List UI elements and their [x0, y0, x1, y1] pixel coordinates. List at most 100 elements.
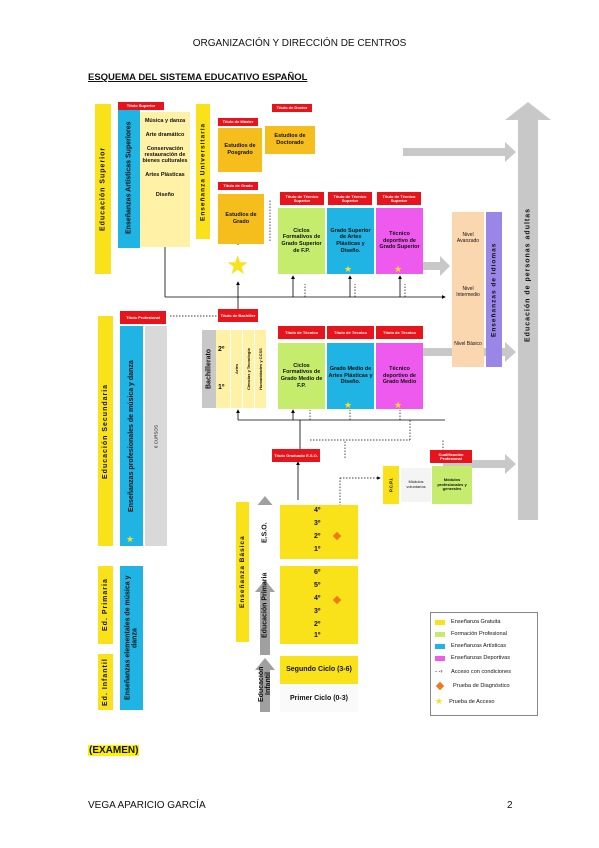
primer-ciclo: Primer Ciclo (0-3) [280, 686, 358, 712]
ed-superior-label: Educación Superior [95, 104, 111, 274]
legend-item: Enseñanzas Artísticas [435, 643, 506, 649]
titulo-profesional: Título Profesional [120, 311, 166, 324]
legend-item: Prueba de Diagnóstico [435, 681, 510, 691]
cualificacion-profesional: Cualificación Profesional [430, 450, 472, 463]
titulo-master: Título de Máster [218, 118, 258, 126]
tecnico-title: Título de Técnico [278, 326, 325, 339]
primaria-year: 1º [314, 632, 321, 639]
diagnostico-icon [332, 531, 342, 541]
star-icon: ★ [344, 400, 353, 410]
bach-humanidades: Humanidades y CCSS [255, 330, 266, 408]
ens-prof-musica: Enseñanzas profesionales de música y dan… [120, 326, 143, 546]
bach-year: 2º [218, 346, 225, 353]
star-icon: ★ [344, 264, 353, 274]
bachillerato-label: Bachillerato [202, 330, 216, 408]
primaria-year: 2º [314, 621, 321, 628]
examen-label: (EXAMEN) [88, 745, 140, 756]
titulo-grado: Título de Grado [218, 182, 258, 190]
legend: Enseñanza Gratuita Formación Profesional… [430, 612, 538, 716]
tec-deport-sup: Técnico deportivo de Grado Superior [376, 208, 423, 274]
primaria-years: 6º 5º 4º 3º 2º 1º [280, 566, 358, 644]
artes-sup-item: Arte dramático [145, 132, 185, 138]
ed-infantil-inner-label: Educación Infantil [258, 666, 272, 702]
ens-elem-musica: Enseñanzas elementales de música y danza [120, 566, 143, 710]
estudios-grado: Estudios de Grado [218, 194, 264, 244]
cf-medio: Ciclos Formativos de Grado Medio de F.P. [278, 343, 325, 409]
footer-author: VEGA APARICIO GARCÍA [88, 800, 206, 811]
star-icon: ★ [394, 400, 403, 410]
tec-sup-title: Título de Técnico Superior [328, 192, 372, 205]
seis-cursos: 6 CURSOS [145, 326, 167, 546]
legend-swatch [435, 631, 445, 637]
tec-deport-medio: Técnico deportivo de Grado Medio [376, 343, 423, 409]
tec-sup-title: Título de Técnico Superior [377, 192, 421, 205]
eso-years: 4º 3º 2º 1º [280, 505, 358, 559]
artes-sup-item: Diseño [155, 192, 175, 198]
dashed-arrow-icon: - -› [435, 669, 443, 675]
legend-item: Formación Profesional [435, 631, 507, 637]
legend-swatch [435, 643, 445, 649]
graduado-eso: Título Graduado E.S.O. [272, 449, 320, 462]
cf-superior: Ciclos Formativos de Grado Superior de F… [278, 208, 325, 274]
artes-sup-item: Artes Plásticas [145, 172, 185, 178]
eso-year: 1º [314, 546, 321, 553]
grado-sup-artes: Grado Superior de Artes Plásticas y Dise… [327, 208, 374, 274]
star-icon: ★ [435, 696, 444, 706]
adults-arrow [505, 102, 551, 520]
pcpi-label: P.C.P.I. [383, 466, 399, 504]
modulos-voluntarios: Módulos voluntarios [401, 468, 431, 502]
primaria-year: 4º [314, 595, 321, 602]
legend-item: - -›Acceso con condiciones [435, 669, 512, 675]
legend-swatch [435, 655, 445, 661]
legend-item: ★Prueba de Acceso [435, 696, 495, 706]
primaria-year: 5º [314, 582, 321, 589]
estudios-posgrado: Estudios de Posgrado [218, 128, 262, 172]
modulos-profesionales: Módulos profesionales y generales [432, 466, 472, 504]
artes-sup-item: Conservación restauración de bienes cult… [142, 146, 188, 164]
tecnico-title: Título de Técnico [327, 326, 374, 339]
artes-sup-item: Música y danza [144, 118, 186, 124]
ed-adultas-label: Educación de personas adultas [524, 207, 532, 343]
diamond-icon [435, 681, 445, 691]
titulo-superior: Título Superior [118, 102, 164, 110]
page-number: 2 [507, 800, 513, 811]
artes-sup-list: Música y danza Arte dramático Conservaci… [140, 112, 190, 247]
page-title: ESQUEMA DEL SISTEMA EDUCATIVO ESPAÑOL [88, 72, 308, 83]
diagnostico-icon [332, 595, 342, 605]
estudios-doctorado: Estudios de Doctorado [265, 126, 315, 154]
ed-primaria-inner-label: Educación Primaria [261, 572, 269, 638]
bach-artes: Artes [231, 330, 242, 408]
page-header: ORGANIZACIÓN Y DIRECCIÓN DE CENTROS [192, 38, 407, 49]
eso-label: E.S.O. [252, 505, 278, 560]
idiomas-block [452, 212, 484, 367]
star-icon: ★ [394, 264, 403, 274]
grado-medio-artes: Grado Medio de Artes Plásticas y Diseño. [327, 343, 374, 409]
ed-secundaria-label: Educación Secundaria [98, 316, 113, 546]
ens-basica-label: Enseñanza Básica [236, 502, 249, 642]
tecnico-title: Título de Técnico [376, 326, 423, 339]
artes-sup-label: Enseñanzas Artísticas Superiores [118, 108, 140, 248]
ens-universitaria-label: Enseñanza Universitaria [196, 104, 210, 239]
prueba-acceso-star: ★ [226, 250, 250, 280]
primaria-year: 3º [314, 608, 321, 615]
star-icon: ★ [126, 534, 135, 544]
legend-item: Enseñanzas Deportivas [435, 655, 510, 661]
segundo-ciclo: Segundo Ciclo (3-6) [280, 656, 358, 684]
bach-year: 1º [218, 384, 225, 391]
ed-primaria-label: Ed. Primaria [98, 566, 113, 644]
tec-sup-title: Título de Técnico Superior [280, 192, 324, 205]
eso-year: 4º [314, 507, 321, 514]
nivel-basico: Nivel Básico [454, 341, 482, 347]
legend-item: Enseñanza Gratuita [435, 619, 500, 625]
eso-year: 3º [314, 520, 321, 527]
ed-infantil-label: Ed. Infantil [98, 654, 113, 710]
bach-years: 2º 1º [216, 330, 230, 408]
primaria-year: 6º [314, 569, 321, 576]
nivel-avanzado: Nivel Avanzado [456, 232, 480, 244]
bach-ciencias: Ciencias y Tecnología [243, 330, 254, 408]
ens-idiomas-label: Enseñanzas de Idiomas [486, 212, 502, 367]
legend-swatch [435, 619, 445, 625]
nivel-intermedio: Nivel Intermedio [456, 286, 480, 298]
titulo-doctor: Título de Doctor [272, 104, 312, 112]
eso-year: 2º [314, 533, 321, 540]
